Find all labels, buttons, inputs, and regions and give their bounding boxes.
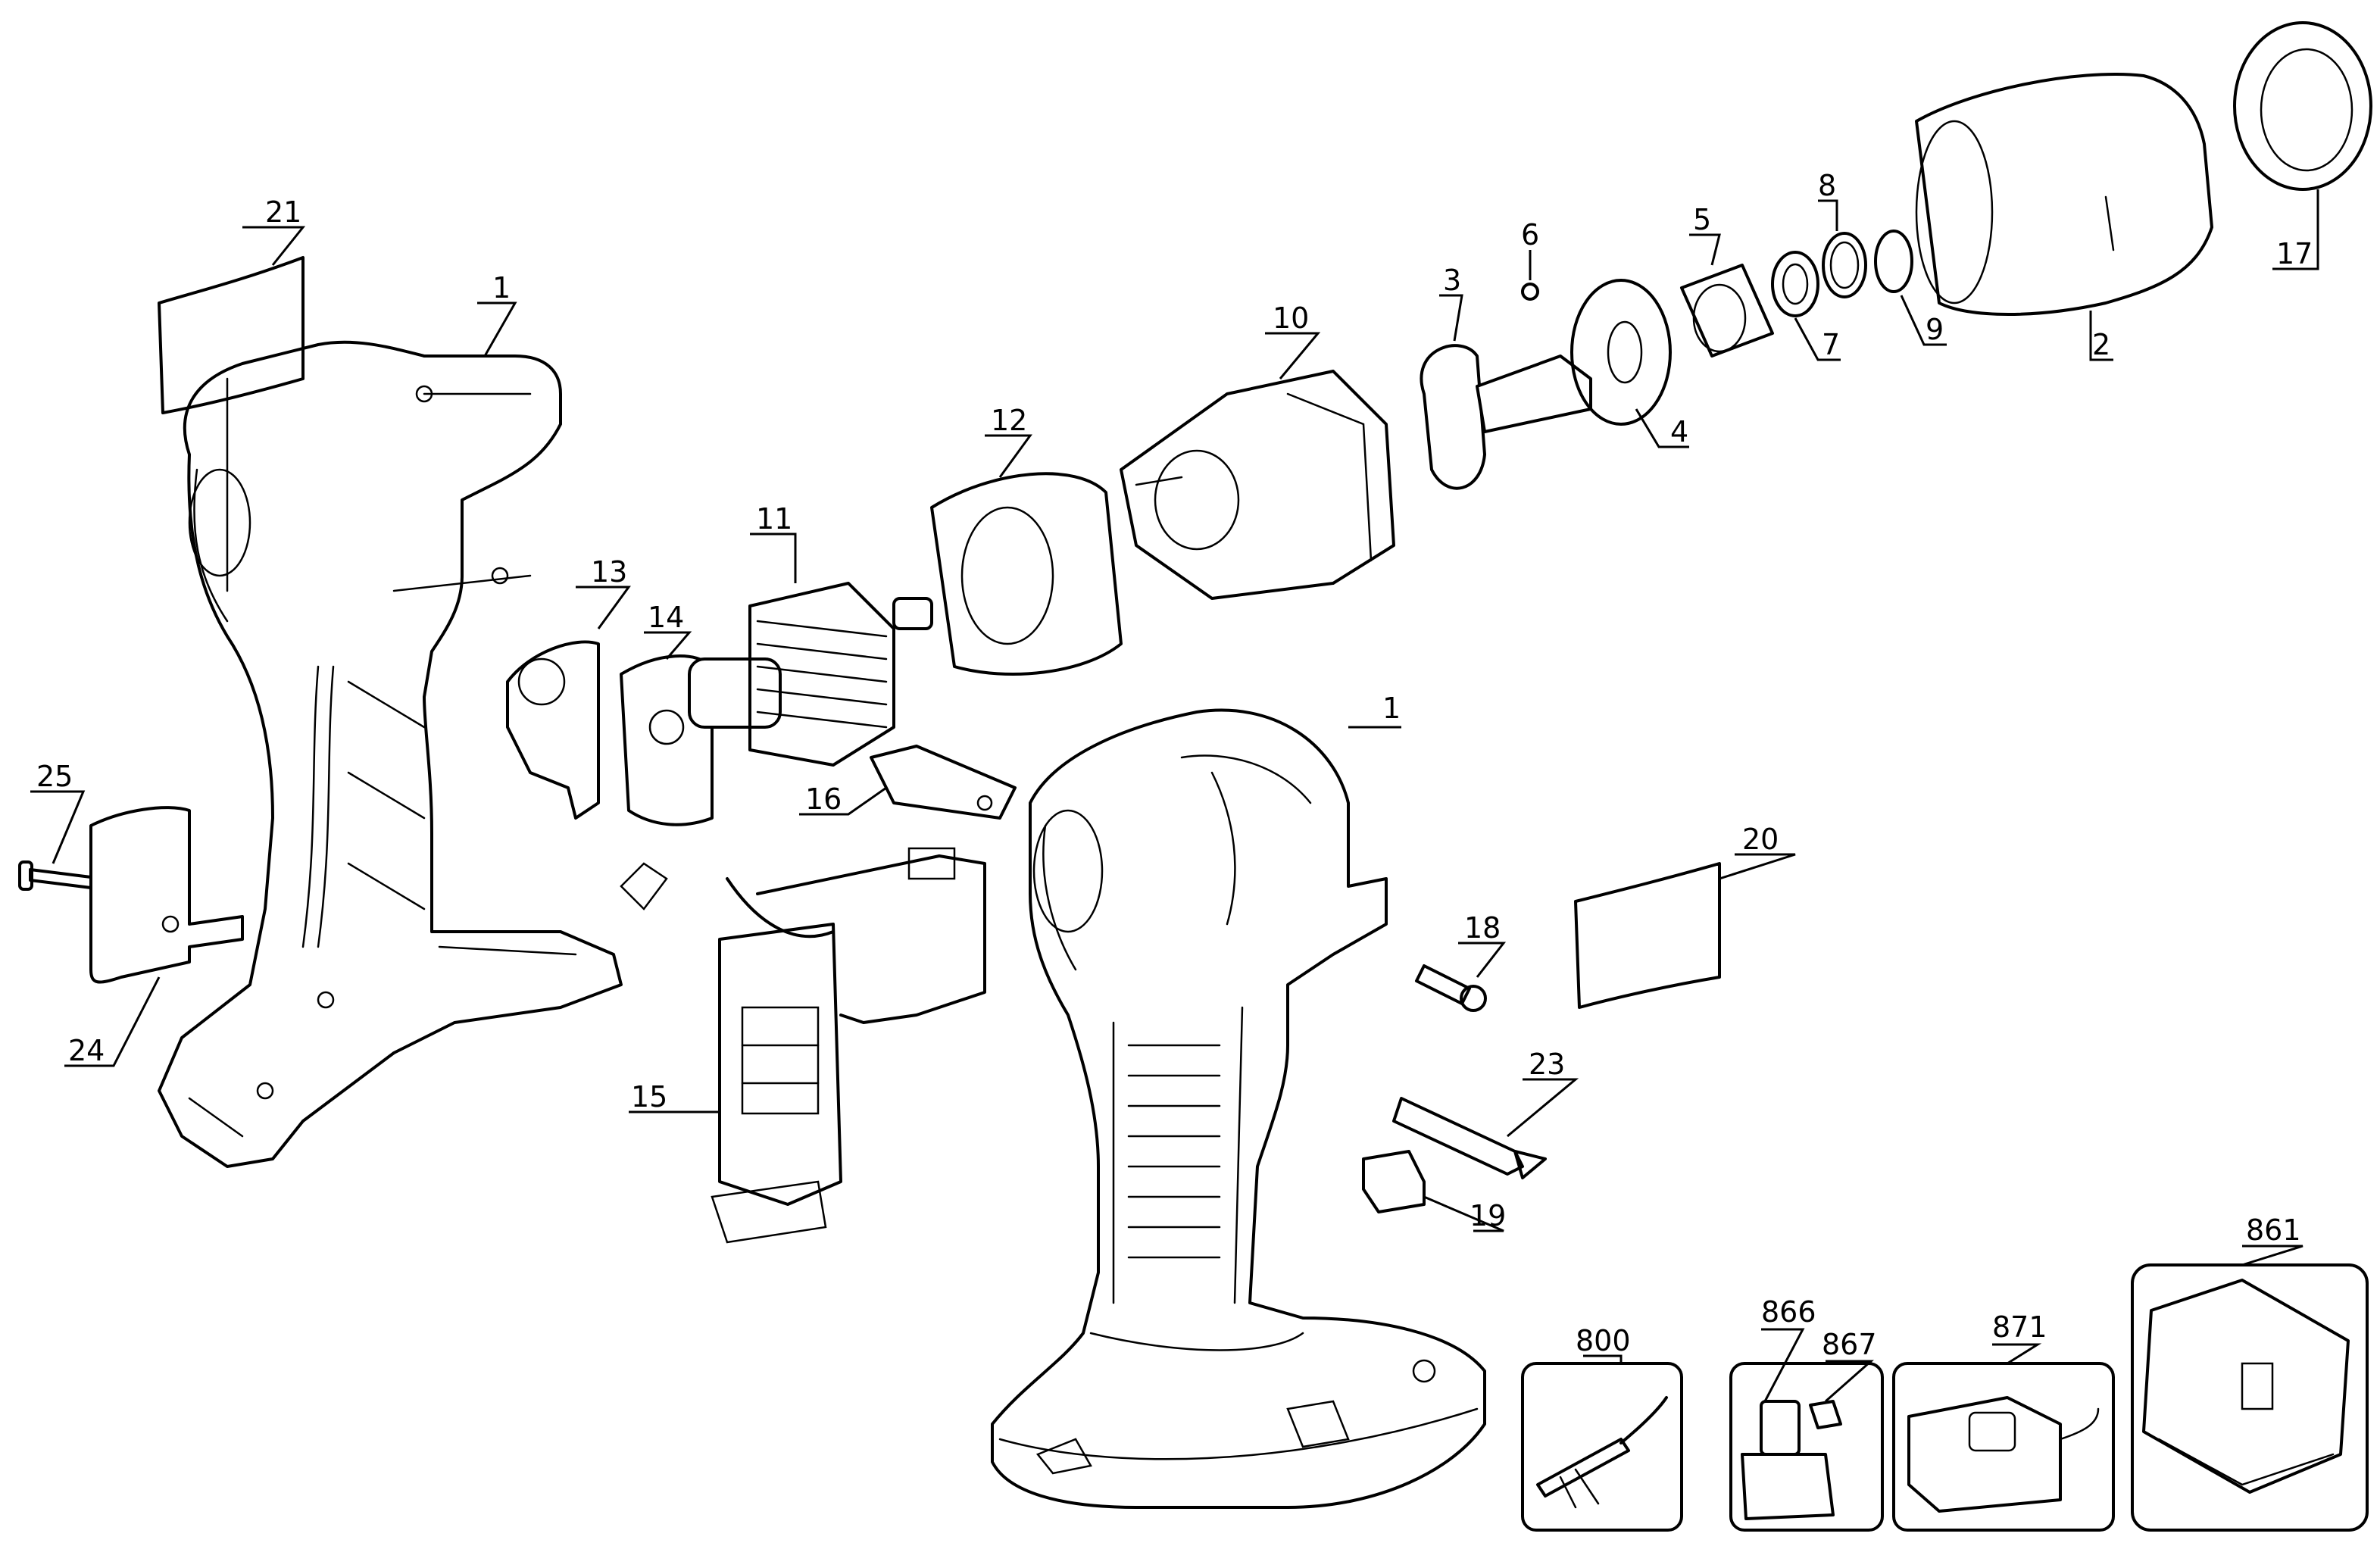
coupler-5 xyxy=(1680,264,1774,358)
screw-18 xyxy=(1415,964,1487,1012)
nose-cone-2 xyxy=(1915,73,2213,316)
rubber-boot-17 xyxy=(2233,21,2372,191)
magnet-ring-12 xyxy=(930,472,1123,676)
callout-11: 11 xyxy=(756,502,792,536)
callout-labels: 21 1 13 14 11 12 10 3 6 5 8 4 7 9 2 17 1… xyxy=(36,169,2313,1361)
callout-7: 7 xyxy=(1822,328,1840,361)
callout-18: 18 xyxy=(1464,911,1501,945)
spring-7 xyxy=(1771,251,1819,317)
brush-holder-13 xyxy=(506,640,600,820)
callout-5: 5 xyxy=(1693,203,1711,236)
gear-housing-10 xyxy=(1120,370,1395,600)
right-housing-half xyxy=(991,708,1486,1509)
callout-867: 867 xyxy=(1822,1328,1877,1361)
callout-24: 24 xyxy=(68,1034,105,1067)
lever-16 xyxy=(870,745,1017,820)
callout-3: 3 xyxy=(1443,264,1461,297)
brush-holder-14 xyxy=(620,654,714,826)
callout-1-bottom: 1 xyxy=(1382,692,1401,725)
label-plate-21 xyxy=(158,256,305,414)
callout-23: 23 xyxy=(1529,1048,1565,1081)
callout-866: 866 xyxy=(1761,1295,1816,1329)
belt-clip-24 xyxy=(89,806,244,984)
accessory-box-866 xyxy=(1729,1362,1884,1532)
leader-lines xyxy=(30,189,2319,1403)
callout-21: 21 xyxy=(265,195,301,229)
callout-6: 6 xyxy=(1521,218,1539,251)
callout-1-top: 1 xyxy=(492,271,511,305)
accessory-box-800 xyxy=(1521,1362,1683,1532)
callout-25: 25 xyxy=(36,760,73,793)
callout-800: 800 xyxy=(1576,1324,1631,1357)
hammer-3 xyxy=(1420,344,1592,490)
callout-10: 10 xyxy=(1273,301,1309,335)
ring-8 xyxy=(1822,232,1867,298)
callout-4: 4 xyxy=(1670,415,1688,448)
callout-861: 861 xyxy=(2246,1213,2301,1247)
callout-20: 20 xyxy=(1742,823,1779,856)
callout-13: 13 xyxy=(591,555,627,589)
callout-14: 14 xyxy=(648,601,684,634)
screw-25 xyxy=(18,860,92,891)
callout-8: 8 xyxy=(1818,169,1836,202)
accessory-box-861 xyxy=(2131,1263,2369,1532)
callout-2: 2 xyxy=(2092,328,2110,361)
ring-9 xyxy=(1874,230,1913,293)
bit-holder-19 xyxy=(1362,1150,1426,1213)
callout-871: 871 xyxy=(1992,1310,2047,1344)
ball-6 xyxy=(1521,283,1539,301)
switch-assembly-15 xyxy=(620,847,986,1244)
armature-11 xyxy=(688,582,933,767)
callout-15: 15 xyxy=(631,1080,667,1113)
left-housing-half xyxy=(158,340,623,1168)
bit-23 xyxy=(1392,1097,1547,1179)
callout-9: 9 xyxy=(1926,313,1944,346)
callout-12: 12 xyxy=(991,404,1027,437)
label-plate-20 xyxy=(1574,862,1721,1009)
callout-17: 17 xyxy=(2276,237,2313,270)
accessory-box-871 xyxy=(1892,1362,2115,1532)
callout-19: 19 xyxy=(1470,1199,1506,1232)
washer-4 xyxy=(1570,279,1672,426)
callout-16: 16 xyxy=(805,782,842,816)
